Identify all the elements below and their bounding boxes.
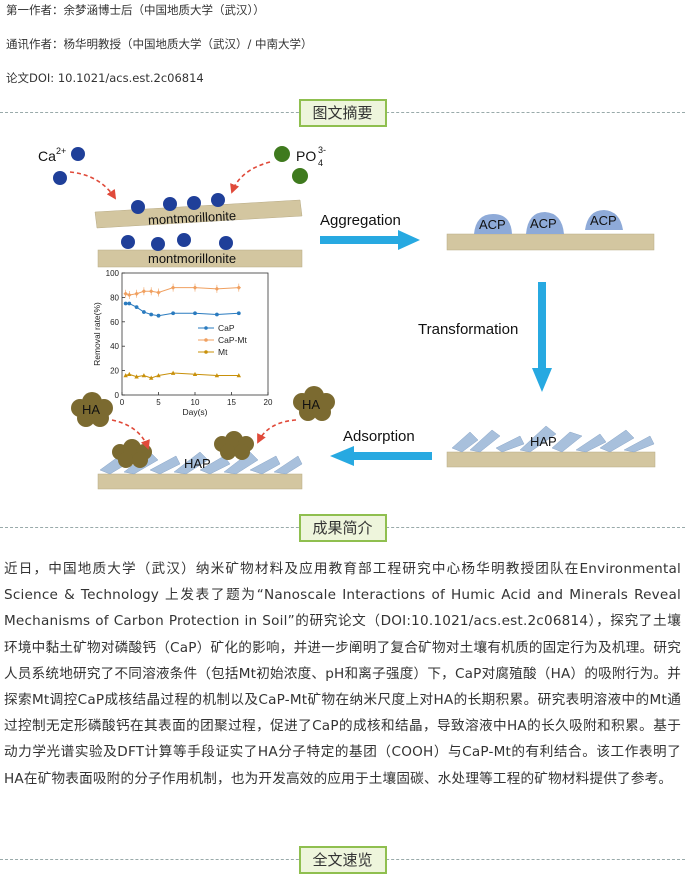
acp-cluster	[474, 214, 512, 234]
legend-marker	[204, 326, 208, 330]
data-point	[123, 301, 128, 306]
x-tick-label: 0	[120, 398, 125, 407]
x-axis-label: Day(s)	[182, 407, 207, 417]
phosphate-ion	[292, 168, 308, 184]
data-point	[149, 375, 154, 380]
transformation-arrow	[532, 282, 552, 392]
y-tick-label: 20	[110, 367, 119, 376]
phosphate-ion-label: PO 4 3-	[296, 145, 326, 168]
data-point	[134, 305, 139, 310]
x-tick-label: 5	[156, 398, 161, 407]
svg-text:2+: 2+	[56, 146, 66, 156]
ca-ion	[53, 171, 67, 185]
montmorillonite-label-bottom: montmorillonite	[148, 251, 236, 266]
fulltext-section-header: 全文速览	[0, 846, 685, 874]
ha-label-left: HA	[82, 402, 100, 417]
montmorillonite-label-top: montmorillonite	[148, 208, 237, 228]
data-point	[149, 312, 154, 317]
legend-label: CaP-Mt	[218, 335, 247, 345]
ca-ion-label: Ca 2+	[38, 146, 66, 164]
legend-marker	[204, 350, 208, 354]
adsorption-label: Adsorption	[343, 428, 415, 445]
ha-cluster-right	[293, 386, 335, 421]
legend-label: CaP	[218, 323, 235, 333]
y-tick-label: 40	[110, 342, 119, 351]
series-line-cap	[125, 303, 239, 317]
summary-paragraph: 近日，中国地质大学（武汉）纳米矿物材料及应用教育部工程研究中心杨华明教授团队在E…	[4, 561, 681, 787]
abstract-section-header: 图文摘要	[0, 99, 685, 127]
x-tick-label: 20	[264, 398, 273, 407]
data-point	[123, 373, 128, 378]
ca-ion	[71, 147, 85, 161]
phosphate-flow-arrow	[230, 161, 271, 194]
y-tick-label: 100	[106, 269, 120, 278]
data-point	[236, 311, 241, 316]
fulltext-title: 全文速览	[298, 846, 387, 874]
y-axis-label: Removal rate(%)	[92, 302, 102, 366]
clay-layer-hap-right	[446, 451, 656, 468]
acp-label: ACP	[479, 217, 506, 232]
acp-label: ACP	[590, 213, 617, 228]
legend-label: Mt	[218, 347, 228, 357]
aggregation-arrow	[320, 230, 420, 250]
data-point	[214, 373, 220, 378]
data-point	[192, 371, 198, 377]
abstract-title: 图文摘要	[298, 99, 387, 127]
hap-label-right: HAP	[530, 434, 557, 449]
ha-cluster-left	[71, 392, 113, 427]
data-point	[141, 373, 147, 378]
clay-layer-hap-left	[97, 473, 303, 490]
x-tick-label: 10	[191, 398, 200, 407]
clay-layer-acp	[446, 233, 655, 251]
corresponding-author-line: 通讯作者：杨华明教授（中国地质大学（武汉）/ 中南大学）	[6, 37, 313, 51]
data-point	[127, 371, 132, 377]
data-point	[236, 373, 241, 378]
montmorillonite-layer-top	[94, 199, 303, 229]
data-point	[134, 374, 139, 379]
x-tick-label: 15	[227, 398, 236, 407]
data-point	[193, 311, 197, 316]
data-point	[170, 370, 176, 375]
hap-crystals-right	[451, 425, 655, 453]
series-line-cap-mt	[125, 287, 239, 296]
doi-line: 论文DOI: 10.1021/acs.est.2c06814	[6, 71, 204, 85]
series-line-mt	[125, 372, 239, 379]
y-tick-label: 80	[110, 293, 119, 302]
data-point	[127, 301, 132, 306]
svg-text:4: 4	[318, 158, 323, 168]
phosphate-ion	[274, 146, 290, 162]
data-point	[215, 312, 219, 317]
legend-marker	[204, 338, 208, 342]
adsorbed-ions	[121, 193, 233, 251]
summary-section-header: 成果简介	[0, 514, 685, 542]
graphical-abstract: Ca 2+ PO 4 3- montmorillonite montmorill…	[38, 145, 656, 490]
data-point	[156, 313, 161, 318]
transformation-label: Transformation	[418, 321, 518, 338]
svg-text:3-: 3-	[318, 145, 326, 155]
ha-blob	[214, 431, 254, 460]
data-point	[156, 373, 161, 378]
y-tick-label: 60	[110, 318, 119, 327]
acp-label: ACP	[530, 216, 557, 231]
montmorillonite-layer-bottom	[97, 249, 303, 268]
y-tick-label: 0	[115, 391, 120, 400]
aggregation-label: Aggregation	[320, 212, 401, 229]
ca-flow-arrow	[69, 171, 117, 200]
svg-text:PO: PO	[296, 148, 316, 164]
svg-text:Ca: Ca	[38, 148, 56, 164]
data-point	[142, 310, 146, 314]
first-author-line: 第一作者：余梦涵博士后（中国地质大学（武汉））	[6, 3, 265, 17]
adsorption-arrow	[330, 446, 432, 466]
ha-flow-arrow	[111, 419, 150, 450]
acp-cluster	[526, 212, 564, 234]
ha-flow-arrow	[257, 419, 297, 444]
data-point	[171, 311, 176, 316]
summary-title: 成果简介	[298, 514, 387, 542]
hap-label-left: HAP	[184, 456, 211, 471]
ha-label-right: HA	[302, 397, 320, 412]
acp-cluster	[585, 210, 623, 230]
